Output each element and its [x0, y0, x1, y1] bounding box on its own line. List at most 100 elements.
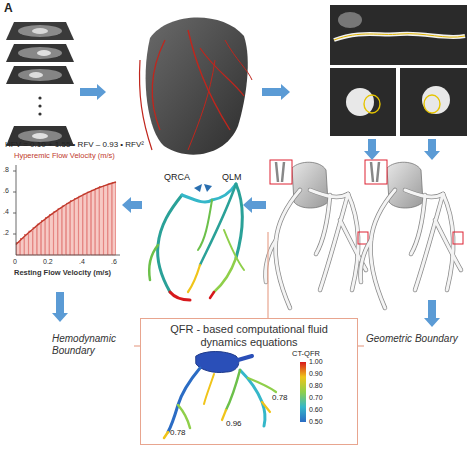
drawing-part: [424, 300, 440, 327]
drawing-part: [276, 162, 284, 182]
drawing-part: [196, 352, 239, 373]
drawing-part: [330, 68, 396, 136]
drawing-part: [371, 162, 379, 182]
drawing-part: [276, 190, 300, 308]
tick-label: .4: [3, 208, 9, 216]
drawing-part: [158, 195, 182, 292]
drawing-part: [29, 72, 43, 78]
drawing-part: [240, 370, 265, 426]
drawing-part: [270, 160, 292, 184]
centerline-tree: [149, 184, 244, 300]
drawing-part: [453, 232, 463, 244]
drawing-part: [210, 292, 214, 298]
drawing-part: [178, 405, 190, 428]
drawing-part: [16, 165, 120, 255]
drawing-part: [87, 192, 91, 255]
drawing-part: [236, 184, 242, 258]
drawing-part: [75, 198, 79, 255]
tick-label: .2: [3, 229, 9, 237]
drawing-part: [422, 86, 450, 114]
drawing-part: [38, 104, 41, 107]
drawing-part: [411, 195, 425, 254]
drawing-part: [32, 28, 48, 34]
drawing-part: [358, 232, 368, 244]
drawing-part: [387, 162, 423, 208]
tick-label: .4: [79, 258, 85, 266]
drawing-part: [334, 34, 465, 40]
drawing-part: [371, 190, 395, 308]
drawing-part: [112, 183, 116, 255]
drawing-part: [222, 410, 226, 420]
drawing-part: [262, 402, 270, 412]
drawing-part: [70, 201, 74, 255]
drawing-part: [435, 220, 461, 270]
axis-title: Hyperemic Flow Velocity (m/s): [14, 152, 115, 161]
drawing-part: [182, 195, 212, 202]
drawing-part: [6, 44, 74, 62]
vessel-model: [360, 160, 463, 308]
drawing-part: [415, 194, 443, 290]
drawing-part: [37, 224, 41, 255]
drawing-part: [168, 368, 200, 432]
drawing-part: [188, 60, 215, 150]
drawing-part: [79, 196, 83, 255]
drawing-part: [25, 235, 29, 255]
flow-arrows: [52, 84, 440, 327]
flow-label: QRCA: [164, 172, 190, 182]
drawing-part: [37, 50, 51, 56]
drawing-part: [188, 30, 230, 130]
drawing-part: [411, 195, 425, 254]
drawing-part: [224, 230, 244, 270]
drawing-part: [33, 227, 37, 255]
drawing-part: [80, 84, 106, 100]
tick-label: .6: [111, 258, 117, 266]
drawing-part: [415, 194, 443, 290]
tick-label: 0: [13, 258, 17, 266]
box-title: QFR - based computational fluid dynamics…: [141, 319, 357, 349]
drawing-part: [188, 265, 200, 292]
drawing-part: [20, 239, 24, 255]
drawing-part: [38, 112, 41, 115]
drawing-part: [54, 211, 58, 255]
drawing-part: [66, 203, 70, 255]
drawing-part: [334, 34, 465, 40]
panel-letter: A: [4, 2, 13, 16]
drawing-part: [18, 25, 62, 37]
colorbar-tick: 0.70: [309, 394, 323, 402]
drawing-part: [18, 69, 62, 81]
drawing-part: [18, 47, 62, 59]
value-label: 0.96: [226, 419, 242, 428]
drawing-part: [243, 197, 266, 213]
value-label: 0.78: [170, 428, 186, 437]
flow-chart: [13, 165, 120, 255]
value-label: 0.78: [272, 393, 288, 402]
drawing-part: [13, 234, 16, 235]
drawing-part: [338, 12, 362, 28]
drawing-part: [62, 206, 66, 255]
drawing-part: [435, 220, 461, 270]
drawing-part: [200, 48, 244, 96]
drawing-part: [262, 84, 290, 100]
ct-vessel-images: [330, 5, 467, 136]
colorbar-tick: 1.00: [309, 358, 323, 366]
drawing-part: [13, 171, 16, 172]
drawing-part: [358, 345, 364, 346]
tick-label: .8: [3, 166, 9, 174]
vessel-models: [265, 160, 463, 308]
colorbar-tick: 0.60: [309, 406, 323, 414]
drawing-part: [292, 162, 328, 208]
drawing-part: [204, 184, 212, 192]
colorbar-tick: 0.50: [309, 418, 323, 426]
drawing-part: [320, 194, 348, 290]
flow-label: QLM: [222, 172, 242, 182]
drawing-part: [100, 187, 104, 255]
drawing-part: [214, 258, 236, 292]
drawing-part: [424, 95, 440, 113]
drawing-part: [45, 217, 49, 255]
drawing-part: [38, 96, 41, 99]
axis-title: Resting Flow Velocity (m/s): [14, 269, 111, 278]
drawing-part: [364, 139, 380, 160]
drawing-part: [95, 188, 99, 255]
drawing-part: [360, 240, 371, 282]
